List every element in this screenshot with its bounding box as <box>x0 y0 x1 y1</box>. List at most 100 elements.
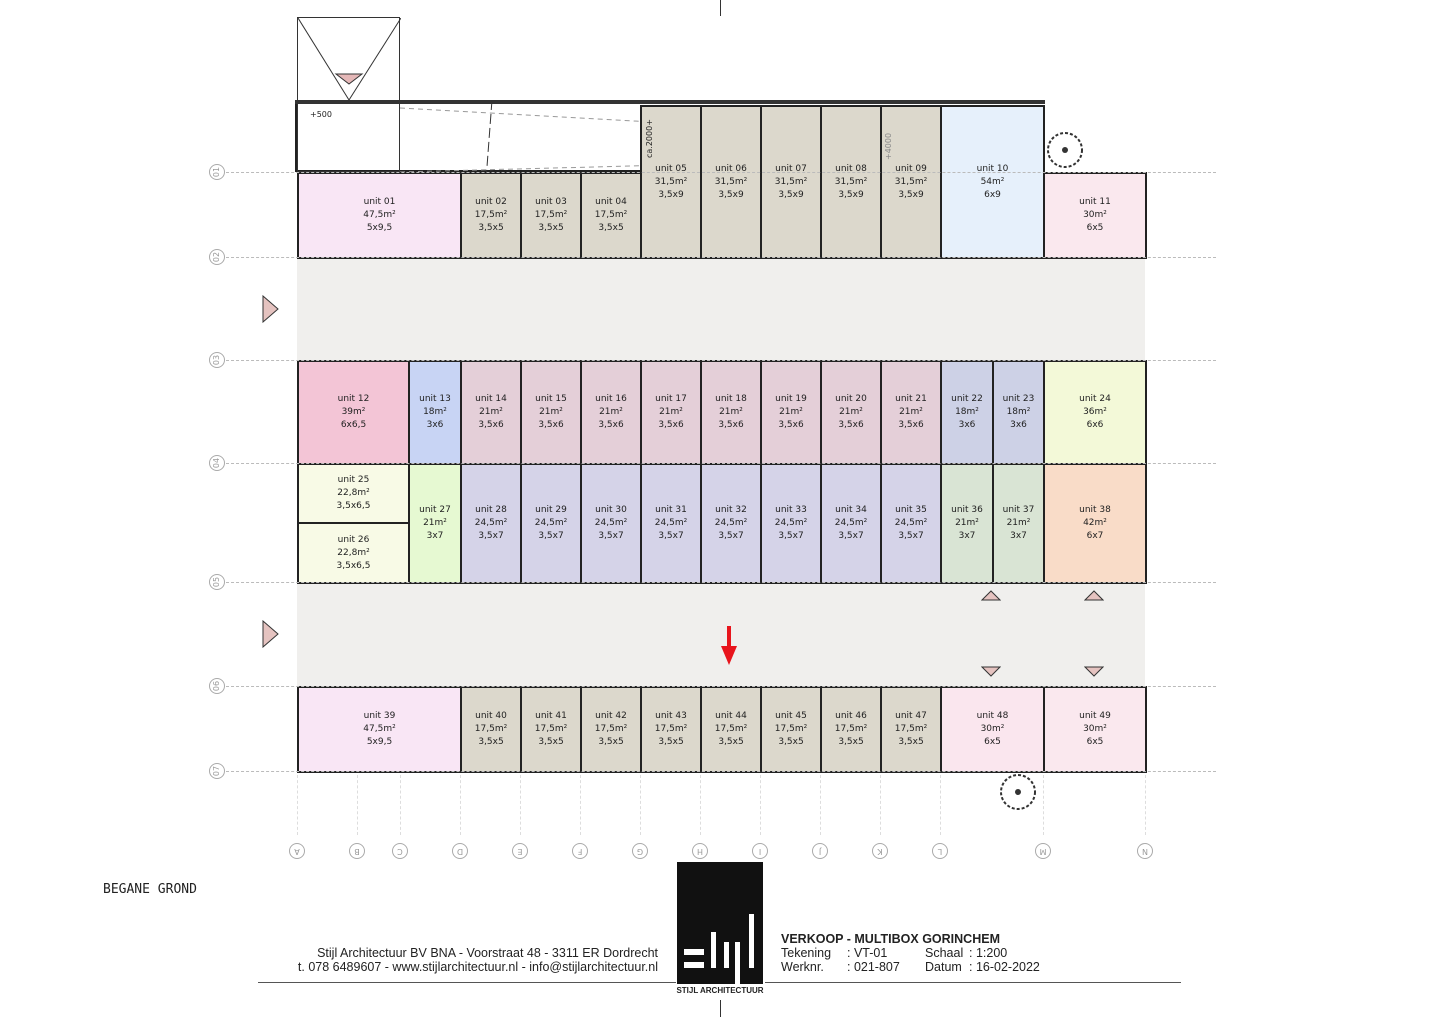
unit-dims: 3,5x6,5 <box>336 560 371 571</box>
unit-area: 31,5m² <box>654 177 688 187</box>
project-title: VERKOOP - MULTIBOX GORINCHEM <box>781 932 1000 946</box>
unit-dims: 3,5x5 <box>538 223 564 233</box>
unit-name: unit 18 <box>715 394 747 404</box>
grid-line-col <box>580 775 581 835</box>
unit-dims: 3,5x5 <box>778 737 804 747</box>
unit-area: 17,5m² <box>714 724 748 734</box>
unit-name: unit 15 <box>535 394 567 404</box>
column-axis-marker: N <box>1137 843 1153 859</box>
unit-dims: 5x9,5 <box>366 223 393 233</box>
unit-dims: 3x6 <box>426 420 444 430</box>
contact-line: t. 078 6489607 - www.stijlarchitectuur.n… <box>297 960 658 974</box>
spiral-stair-icon <box>1047 132 1083 168</box>
unit-area: 30m² <box>980 724 1005 734</box>
unit-dims: 3,5x6 <box>598 420 624 430</box>
unit-dims: 3,5x9 <box>658 190 684 200</box>
unit-area: 18m² <box>1006 407 1031 417</box>
column-axis-marker: M <box>1035 843 1051 859</box>
row-axis-marker: 05 <box>209 574 225 590</box>
unit-dims: 3,5x5 <box>598 737 624 747</box>
spiral-stair-icon <box>1000 774 1036 810</box>
stair-down-icon <box>981 666 1001 677</box>
unit-area: 22,8m² <box>337 488 370 498</box>
unit-area: 21m² <box>539 407 563 417</box>
footer-rule-left <box>258 982 676 983</box>
unit-name: unit 44 <box>715 711 747 721</box>
grid-line-col <box>940 775 941 835</box>
schaal-label: Schaal <box>925 946 964 960</box>
unit-dims: 6x6,5 <box>340 420 367 430</box>
logo-mark <box>684 914 754 984</box>
level-mark-500: +500 <box>310 110 332 119</box>
unit-name: unit 20 <box>835 394 867 404</box>
unit-name: unit 09 <box>895 164 927 174</box>
row-axis-marker: 03 <box>209 352 225 368</box>
unit-name: unit 10 <box>976 164 1009 174</box>
unit-name: unit 07 <box>775 164 807 174</box>
grid-line-row <box>226 582 1216 583</box>
unit-dims: 3,5x6 <box>478 420 504 430</box>
stair-shaft <box>297 17 402 172</box>
unit-area: 17,5m² <box>894 724 928 734</box>
unit-name: unit 41 <box>535 711 567 721</box>
unit-dims: 3,5x6 <box>658 420 684 430</box>
unit-dims: 6x5 <box>1086 223 1104 233</box>
unit-dims: 3,5x7 <box>838 531 864 541</box>
unit-dims: 3,5x7 <box>598 531 624 541</box>
column-axis-marker: B <box>349 843 365 859</box>
unit-name: unit 21 <box>895 394 927 404</box>
unit-name: unit 45 <box>775 711 807 721</box>
grid-line-col <box>400 775 401 835</box>
grid-line-col <box>460 775 461 835</box>
